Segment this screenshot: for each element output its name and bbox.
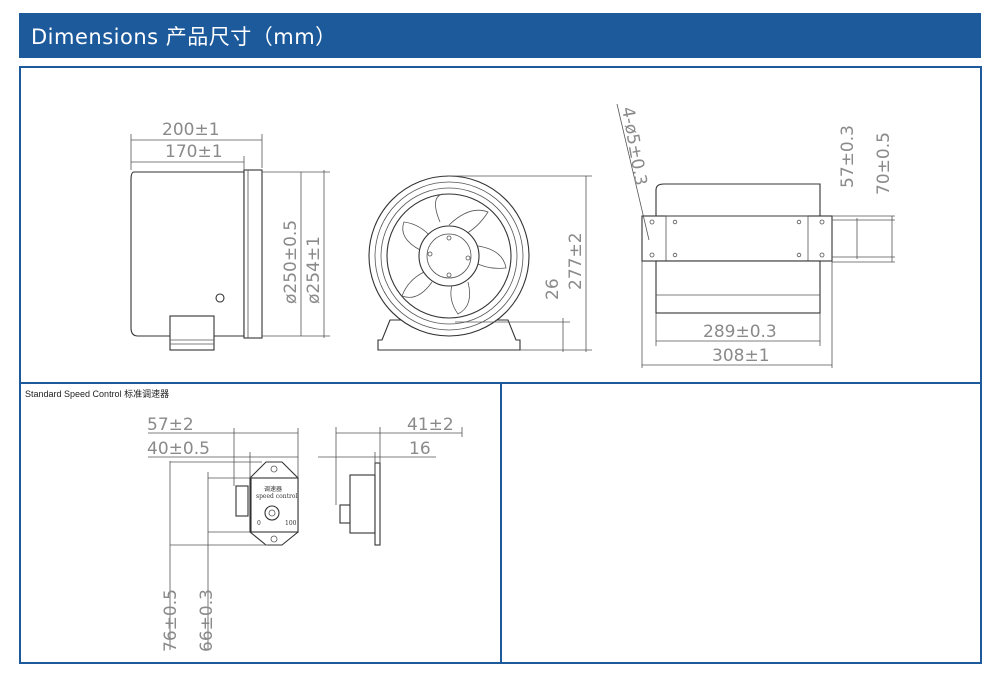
controller-label-cn: 调速器	[264, 485, 282, 493]
fan-top-body	[655, 183, 821, 219]
fan-body-side	[130, 171, 245, 337]
controller-side-shaft	[339, 504, 351, 524]
controller-switch	[235, 485, 249, 517]
dim-ctrl-w-outer: 57±2	[147, 415, 194, 435]
dim-ctrl-h-inner: 66±0.3	[197, 589, 217, 652]
page-title: Dimensions 产品尺寸（mm）	[31, 24, 337, 49]
controller-side-view: 41±2 16	[318, 415, 463, 546]
dim-ctrl-depth-outer: 41±2	[407, 415, 454, 435]
dim-ctrl-h-outer: 76±0.5	[161, 589, 181, 652]
dim-ctrl-depth-inner: 16	[409, 439, 431, 459]
terminal-box	[169, 315, 215, 351]
dim-mount-h-inner: 57±0.3	[838, 125, 858, 188]
fan-front-view: 26 277±2	[368, 175, 592, 352]
fan-flange-side	[243, 169, 263, 339]
dim-hub-height: 26	[543, 278, 563, 300]
controller-label-en: speed control	[256, 493, 297, 500]
dim-ctrl-w-inner: 40±0.5	[147, 439, 210, 459]
mount-plate	[641, 215, 833, 262]
dim-len-body: 170±1	[165, 142, 223, 162]
fan-bottom-body	[655, 260, 821, 314]
controller-scale-max: 100	[285, 520, 297, 527]
fan-side-view: 200±1 170±1 ø250±0.5 ø254±1	[130, 120, 330, 351]
dim-total-height: 277±2	[566, 232, 586, 290]
dim-mount-w-inner: 289±0.3	[703, 322, 777, 342]
controller-face	[250, 477, 299, 533]
dim-holes: 4-ø5±0.3	[617, 105, 650, 187]
dim-mount-w-outer: 308±1	[712, 346, 770, 366]
dim-len-total: 200±1	[162, 120, 220, 140]
fan-mount-view: 4-ø5±0.3 57±0.3 70±0.5 289±0.3 308±1	[616, 103, 895, 368]
controller-side-plate	[374, 462, 381, 546]
controller-knob[interactable]	[264, 505, 280, 521]
cable-gland	[215, 293, 225, 303]
fan-hub	[418, 225, 480, 287]
dim-dia-outer: ø254±1	[304, 236, 324, 304]
dim-dia-inner: ø250±0.5	[281, 220, 301, 304]
controller-scale-min: 0	[257, 520, 261, 527]
fan-blades	[401, 193, 507, 315]
header-bar: Dimensions 产品尺寸（mm）	[19, 13, 981, 58]
controller-front-view: 调速器 speed control 0 100 57±2 40±0.5 76±0…	[147, 415, 299, 652]
controller-side-body	[349, 474, 376, 534]
controller-section-title: Standard Speed Control 标准调速器	[25, 388, 169, 399]
dim-mount-h-outer: 70±0.5	[874, 132, 894, 195]
